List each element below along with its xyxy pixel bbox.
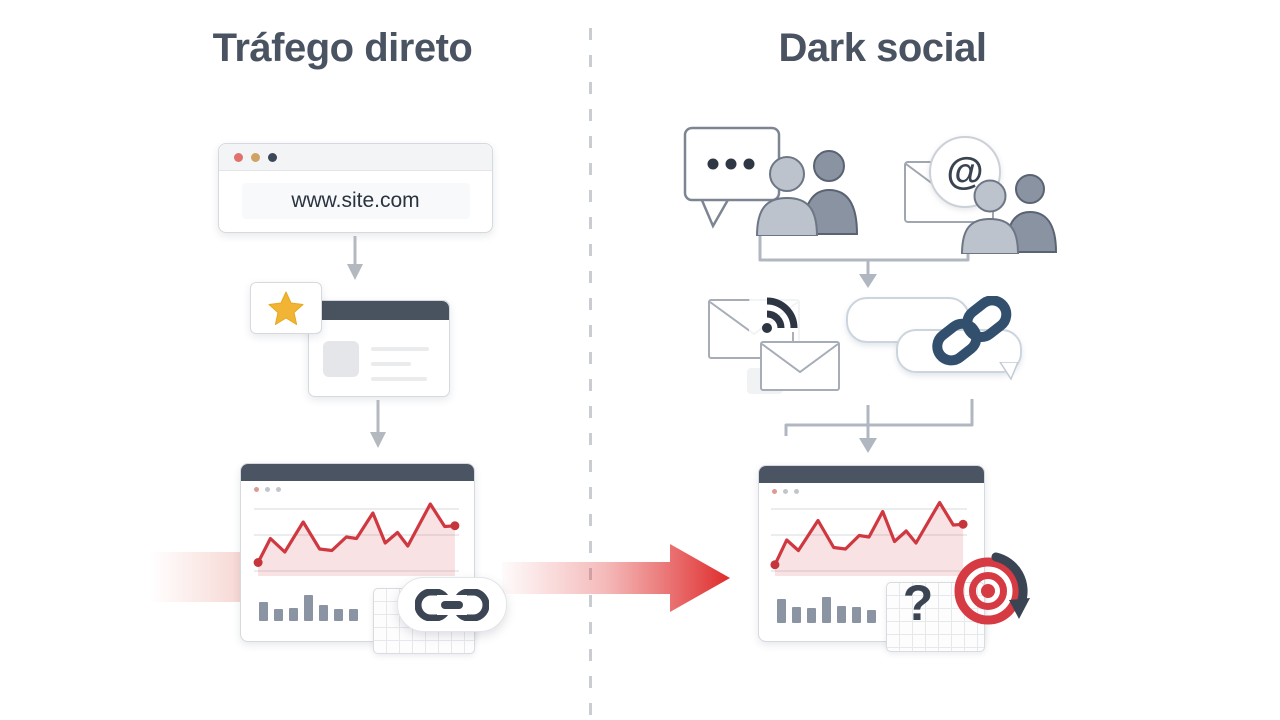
text-line xyxy=(371,347,429,351)
traffic-bar-chart xyxy=(777,593,876,623)
bar xyxy=(867,610,876,623)
arrow-down-icon xyxy=(370,400,386,448)
bar xyxy=(777,599,786,623)
address-bar: www.site.com xyxy=(241,183,470,219)
dashboard-dots xyxy=(254,487,281,492)
bar xyxy=(334,609,343,621)
window-dot-red xyxy=(234,152,243,162)
webpage-header xyxy=(309,301,449,320)
bar xyxy=(349,609,358,621)
merge-connector xyxy=(758,234,970,288)
bar xyxy=(822,596,831,623)
window-dot-yellow xyxy=(251,152,260,162)
text-line xyxy=(371,362,411,366)
traffic-line-chart xyxy=(253,502,460,576)
question-mark: ? xyxy=(902,575,934,631)
bar xyxy=(289,608,298,621)
star-icon xyxy=(268,291,304,325)
link-chain-icon xyxy=(415,588,489,621)
chat-bubble-ellipsis-icon xyxy=(683,126,781,229)
text-line xyxy=(371,377,427,381)
bar xyxy=(792,607,801,623)
dashboard-titlebar xyxy=(759,466,984,483)
link-chain-icon xyxy=(932,296,1012,366)
dashboard-titlebar xyxy=(241,464,474,481)
dashed-divider xyxy=(589,28,592,716)
left-panel-title: Tráfego direto xyxy=(212,26,473,70)
link-pill xyxy=(397,577,507,632)
traffic-bar-chart xyxy=(259,591,358,621)
incoming-traffic-glow xyxy=(150,552,245,602)
chat-pill-tail xyxy=(999,362,1019,381)
bar xyxy=(304,594,313,621)
retargeting-bullseye-icon xyxy=(954,552,1030,625)
envelopes-share-icon xyxy=(708,294,840,394)
bar xyxy=(274,609,283,621)
right-panel-title: Dark social xyxy=(778,26,987,70)
analytics-dashboard-dark-social xyxy=(758,465,985,642)
thumbnail-placeholder xyxy=(323,341,359,377)
webpage-card xyxy=(308,300,450,397)
window-dot-dark xyxy=(268,152,277,162)
bar xyxy=(807,608,816,623)
browser-window: www.site.com xyxy=(218,143,493,233)
bar xyxy=(852,607,861,623)
bar xyxy=(259,601,268,621)
people-pair-icon xyxy=(960,174,1058,254)
arrow-down-icon xyxy=(347,236,363,280)
merge-connector xyxy=(784,399,974,453)
dashboard-dots xyxy=(772,489,799,494)
browser-titlebar xyxy=(219,144,492,171)
direct-to-dark-arrow xyxy=(502,544,730,612)
people-pair-icon xyxy=(755,150,859,236)
bar xyxy=(319,604,328,621)
chat-pill xyxy=(896,329,1022,373)
bar xyxy=(837,605,846,623)
traffic-line-chart xyxy=(770,500,968,576)
bookmark-card xyxy=(250,282,322,334)
